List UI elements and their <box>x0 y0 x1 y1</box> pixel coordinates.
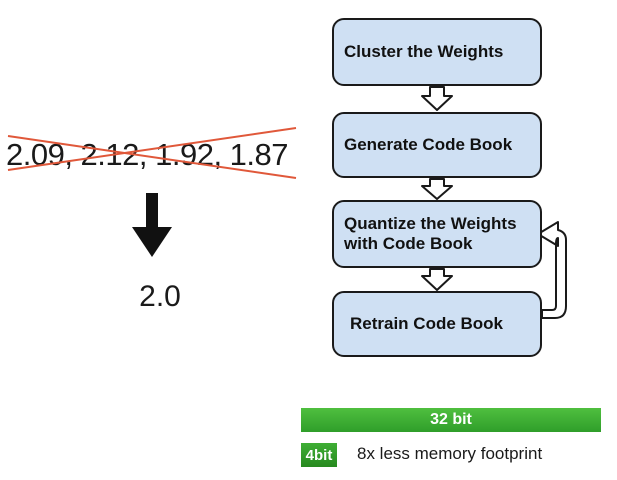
connector-arrow-1 <box>421 86 453 111</box>
step-label-line1: Quantize the Weights <box>344 214 517 233</box>
memory-footprint-caption: 8x less memory footprint <box>357 444 543 463</box>
step-label: Cluster the Weights <box>344 42 504 61</box>
connector-arrow-2 <box>421 178 453 200</box>
bar-4-bit: 4bit <box>301 443 337 467</box>
step-label-line2: with Code Book <box>344 234 473 253</box>
loop-back-arrow <box>537 221 567 319</box>
bar-32-bit: 32 bit <box>301 408 601 432</box>
step-cluster-weights: Cluster the Weights <box>332 18 542 86</box>
step-quantize-weights: Quantize the Weights with Code Book <box>332 200 542 268</box>
step-label: Generate Code Book <box>344 135 513 154</box>
down-arrow-icon <box>132 193 172 257</box>
step-generate-codebook: Generate Code Book <box>332 112 542 178</box>
original-weight-values: 2.09, 2.12, 1.92, 1.87 <box>6 137 289 172</box>
quantized-value: 2.0 <box>139 280 181 313</box>
connector-arrow-3 <box>421 268 453 291</box>
step-retrain-codebook: Retrain Code Book <box>332 291 542 357</box>
step-label: Retrain Code Book <box>350 314 504 333</box>
